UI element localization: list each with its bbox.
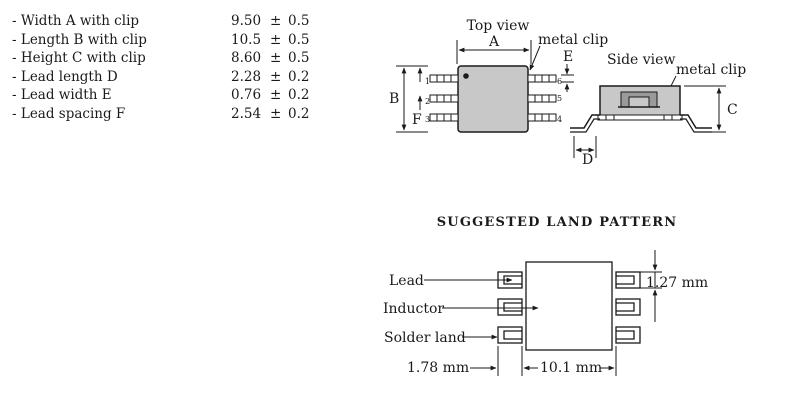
- dim-c-label: C: [727, 102, 738, 118]
- spec-plus-minus: ±: [270, 105, 282, 122]
- spec-label: - Height C with clip: [12, 50, 146, 67]
- land-pattern-title: SUGGESTED LAND PATTERN: [437, 215, 678, 230]
- pin-number: 1: [425, 77, 430, 86]
- dim-d-label: D: [582, 152, 593, 168]
- spec-tolerance: 0.5: [288, 31, 310, 48]
- side-view-title: Side view: [607, 52, 675, 68]
- pad-lead: [503, 330, 522, 340]
- solder-pad: [497, 326, 523, 344]
- spec-row-length: - Length B with clip 10.5 ± 0.5: [12, 31, 312, 50]
- spec-plus-minus: ±: [270, 50, 282, 67]
- spec-tolerance: 0.5: [288, 50, 310, 67]
- dim-b-label: B: [389, 91, 399, 107]
- spec-value: 10.5: [231, 31, 262, 48]
- pin-number: 5: [557, 94, 562, 103]
- pad-lead: [616, 275, 635, 285]
- spec-tolerance: 0.2: [288, 87, 310, 104]
- spec-label: - Width A with clip: [12, 13, 140, 29]
- pad-lead: [616, 302, 635, 312]
- spec-row-height: - Height C with clip 8.60 ± 0.5: [12, 49, 312, 68]
- side-lead-left-inner: [570, 118, 600, 133]
- spec-plus-minus: ±: [270, 68, 282, 85]
- side-lead-right-inner: [680, 118, 712, 133]
- spec-row-width: - Width A with clip 9.50 ± 0.5: [12, 12, 312, 31]
- spec-table: - Width A with clip 9.50 ± 0.5 - Length …: [12, 12, 312, 124]
- side-body: [599, 85, 681, 117]
- solder-pad: [615, 326, 641, 344]
- inductor-label: Inductor: [383, 301, 444, 317]
- spec-label: - Lead length D: [12, 68, 118, 85]
- pin-number: 6: [557, 77, 562, 86]
- left-solder-pads: [497, 271, 523, 344]
- spec-label: - Length B with clip: [12, 31, 147, 48]
- lead-label: Lead: [389, 273, 424, 289]
- spec-plus-minus: ±: [270, 13, 282, 29]
- solder-pad: [615, 271, 641, 289]
- pitch-label: 1.27 mm: [646, 275, 708, 291]
- top-clip-label: metal clip: [538, 32, 608, 48]
- spec-value: 2.54: [231, 105, 262, 122]
- side-view: Side view metal clip C D: [570, 52, 746, 168]
- spec-plus-minus: ±: [270, 31, 282, 48]
- top-view-title: Top view: [467, 18, 530, 34]
- spec-label: - Lead spacing F: [12, 105, 126, 122]
- side-lead-right: [680, 114, 712, 129]
- top-right-leads: [527, 74, 557, 122]
- spec-value: 2.28: [231, 68, 262, 85]
- top-clip-leader: [529, 45, 541, 71]
- top-view: Top view A metal clip: [389, 18, 608, 133]
- side-clip-label: metal clip: [676, 62, 746, 78]
- right-solder-pads: [615, 271, 641, 344]
- spec-tolerance: 0.2: [288, 105, 310, 122]
- spec-row-lead-length: - Lead length D 2.28 ± 0.2: [12, 68, 312, 87]
- top-left-leads: [429, 74, 459, 122]
- pin-one-dot: [463, 73, 469, 79]
- spec-value: 9.50: [231, 13, 262, 29]
- side-lead-left: [570, 114, 600, 129]
- solder-pad: [497, 298, 523, 316]
- spec-plus-minus: ±: [270, 87, 282, 104]
- spec-tolerance: 0.5: [288, 13, 310, 29]
- spec-row-lead-spacing: - Lead spacing F 2.54 ± 0.2: [12, 105, 312, 124]
- pad-width-label: 1.78 mm: [407, 360, 469, 376]
- spec-value: 0.76: [231, 87, 262, 104]
- dim-e-label: E: [563, 49, 573, 65]
- pin-number: 4: [557, 115, 562, 124]
- pin-number: 2: [425, 97, 430, 106]
- span-label: 10.1 mm: [540, 360, 602, 376]
- dim-a-label: A: [488, 34, 500, 50]
- spec-value: 8.60: [231, 50, 262, 67]
- solder-pad: [615, 298, 641, 316]
- solder-land-label: Solder land: [384, 330, 466, 346]
- pad-lead: [503, 302, 522, 312]
- dim-f-label: F: [412, 112, 422, 128]
- spec-label: - Lead width E: [12, 87, 112, 104]
- pin-number: 3: [425, 115, 430, 124]
- inductor-outline: [525, 261, 613, 351]
- pad-lead: [616, 330, 635, 340]
- spec-row-lead-width: - Lead width E 0.76 ± 0.2: [12, 86, 312, 105]
- side-base-plate: [597, 114, 683, 121]
- spec-tolerance: 0.2: [288, 68, 310, 85]
- land-pattern: SUGGESTED LAND PATTERN Lead Inductor Sol…: [383, 215, 708, 376]
